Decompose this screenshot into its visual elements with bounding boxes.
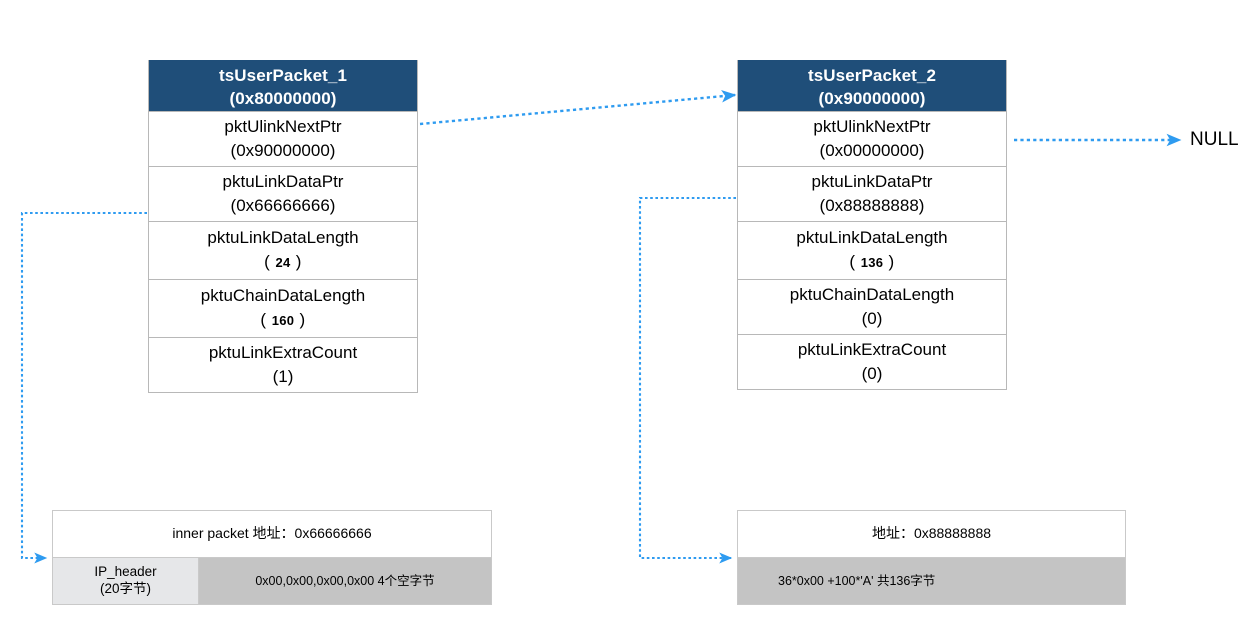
field-value: ( 24 ) [264,252,302,271]
struct-2-row-pktulinknextptr: pktUlinkNextPtr (0x00000000) [738,111,1006,166]
struct-2-row-pktulinkextracount: pktuLinkExtraCount (0) [738,334,1006,389]
struct-tsuserpacket-2: tsUserPacket_2 (0x90000000) pktUlinkNext… [737,60,1007,390]
buffer-left: inner packet 地址：0x66666666 IP_header (20… [52,510,492,605]
arrow-next-ptr-1-to-2 [419,90,737,126]
field-name: pktuLinkDataPtr [222,172,344,191]
field-value: ( 160 ) [260,310,306,329]
buffer-left-data-segment: 0x00,0x00,0x00,0x00 4个空字节 [199,558,491,604]
buffer-right-body: 36*0x00 +100*'A' 共136字节 [738,557,1125,604]
field-name: pktuLinkExtraCount [208,343,358,362]
field-value: (0) [861,364,883,383]
struct-2-row-pktuchaindatalength: pktuChainDataLength (0) [738,279,1006,334]
field-name: pktuLinkExtraCount [797,340,947,359]
null-label: NULL [1190,129,1239,150]
buffer-right-title: 地址：0x88888888 [738,511,1125,557]
field-name: pktuChainDataLength [200,286,366,305]
struct-tsuserpacket-1: tsUserPacket_1 (0x80000000) pktUlinkNext… [148,60,418,393]
struct-1-row-pktulinkextracount: pktuLinkExtraCount (1) [149,337,417,392]
struct-2-header-address: (0x90000000) [818,89,926,108]
buffer-left-ip-header-size: (20字节) [99,581,151,596]
buffer-left-ip-header-segment: IP_header (20字节) [53,558,199,604]
struct-2-row-pktulinkdataptr: pktuLinkDataPtr (0x88888888) [738,166,1006,221]
field-name: pktuLinkDataPtr [811,172,933,191]
buffer-right: 地址：0x88888888 36*0x00 +100*'A' 共136字节 [737,510,1126,605]
struct-2-row-pktulinkdatalength: pktuLinkDataLength ( 136 ) [738,221,1006,279]
struct-1-row-pktulinkdatalength: pktuLinkDataLength ( 24 ) [149,221,417,279]
field-name: pktUlinkNextPtr [224,117,342,136]
struct-1-row-pktulinknextptr: pktUlinkNextPtr (0x90000000) [149,111,417,166]
struct-1-row-pktulinkdataptr: pktuLinkDataPtr (0x66666666) [149,166,417,221]
field-value: (0x90000000) [230,141,336,160]
struct-1-row-pktuchaindatalength: pktuChainDataLength ( 160 ) [149,279,417,337]
field-value: (0x00000000) [819,141,925,160]
field-name: pktUlinkNextPtr [813,117,931,136]
struct-1-header-address: (0x80000000) [229,89,337,108]
struct-1-header: tsUserPacket_1 (0x80000000) [149,60,417,111]
field-value: (0x66666666) [230,196,336,215]
buffer-right-data-segment: 36*0x00 +100*'A' 共136字节 [738,558,1125,604]
field-value: (0x88888888) [819,196,925,215]
field-value: ( 136 ) [849,252,895,271]
struct-1-header-name: tsUserPacket_1 [218,66,348,85]
struct-2-header-name: tsUserPacket_2 [807,66,937,85]
struct-2-header: tsUserPacket_2 (0x90000000) [738,60,1006,111]
field-name: pktuLinkDataLength [796,228,948,247]
field-value: (0) [861,309,883,328]
field-value-number: 24 [275,255,291,270]
buffer-left-title: inner packet 地址：0x66666666 [53,511,491,557]
field-name: pktuLinkDataLength [207,228,359,247]
field-value: (1) [272,367,294,386]
field-name: pktuChainDataLength [789,285,955,304]
field-value-number: 136 [860,255,884,270]
buffer-left-ip-header-label: IP_header [94,564,157,579]
arrow-data-ptr-1-to-buffer [20,211,147,564]
buffer-left-body: IP_header (20字节) 0x00,0x00,0x00,0x00 4个空… [53,557,491,604]
arrow-data-ptr-2-to-buffer [638,196,736,564]
field-value-number: 160 [271,313,295,328]
